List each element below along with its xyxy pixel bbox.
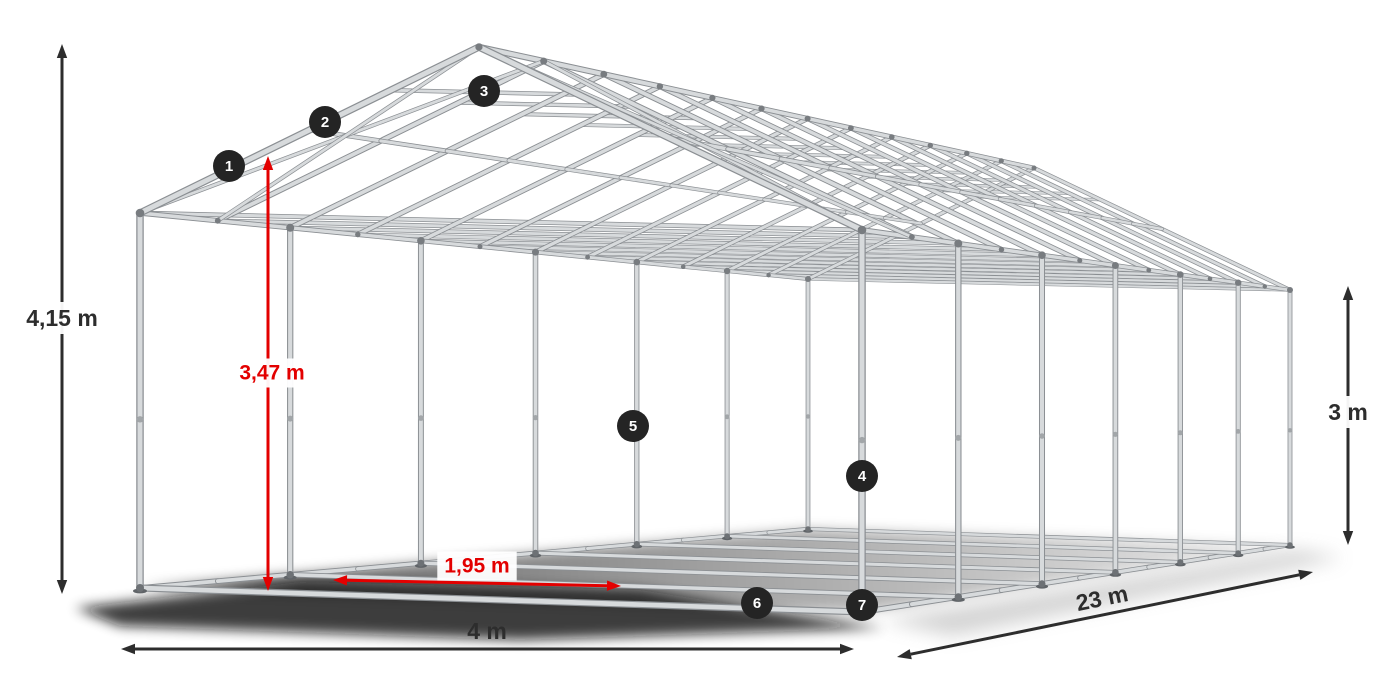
eave-tie-beams — [137, 210, 1292, 292]
dimension-side-height: 3 m — [1321, 286, 1375, 545]
part-badge-1: 1 — [213, 150, 245, 182]
part-badge-4: 4 — [846, 460, 878, 492]
dimension-label-spacing: 1,95 m — [437, 551, 517, 581]
svg-text:3: 3 — [480, 83, 488, 100]
dimension-total-height: 4,15 m — [19, 44, 105, 594]
dimension-annotations: 4,15 m3,47 m3 m4 m23 m1,95 m — [19, 44, 1375, 660]
dimension-width: 4 m — [121, 618, 854, 655]
svg-text:5: 5 — [629, 418, 637, 435]
svg-text:6: 6 — [753, 595, 761, 612]
svg-text:3 m: 3 m — [1328, 399, 1368, 425]
svg-text:1,95 m: 1,95 m — [444, 555, 509, 578]
dimension-label-width: 4 m — [467, 618, 507, 644]
svg-text:7: 7 — [858, 597, 866, 614]
part-badge-3: 3 — [468, 75, 500, 107]
dimension-spacing: 1,95 m — [333, 551, 621, 591]
svg-text:3,47 m: 3,47 m — [239, 362, 304, 385]
svg-text:4 m: 4 m — [467, 618, 507, 644]
front-gable-frame — [136, 43, 866, 616]
part-badge-6: 6 — [741, 587, 773, 619]
right-wall-posts — [858, 226, 1293, 616]
roof-rafters — [137, 44, 1293, 293]
part-badge-7: 7 — [846, 589, 878, 621]
dimension-label-total-height: 4,15 m — [19, 302, 105, 334]
dimension-inner-height: 3,47 m — [232, 156, 312, 591]
roof-braces — [137, 44, 914, 240]
svg-text:2: 2 — [321, 114, 329, 131]
svg-text:4,15 m: 4,15 m — [26, 305, 98, 331]
part-badges: 1 2 3 4 5 6 7 — [213, 75, 878, 621]
svg-text:4: 4 — [858, 468, 867, 485]
part-badge-2: 2 — [309, 106, 341, 138]
part-badge-5: 5 — [617, 410, 649, 442]
dimension-label-side-height: 3 m — [1321, 396, 1375, 428]
svg-text:1: 1 — [225, 158, 233, 175]
dimension-label-inner-height: 3,47 m — [232, 358, 312, 388]
